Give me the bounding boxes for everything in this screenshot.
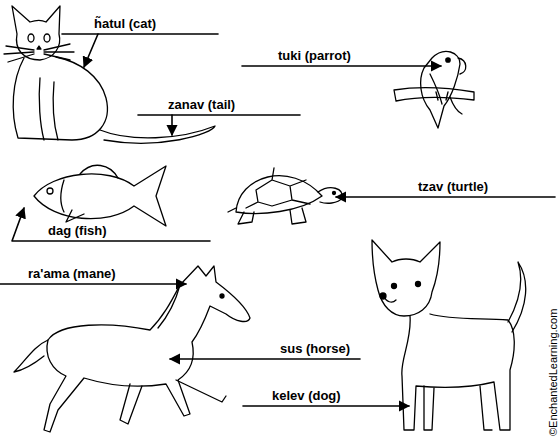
word-label: h̃atul (cat): [94, 16, 156, 31]
watermark: ©EnchantedLearning.com: [546, 309, 560, 436]
leader-lines: [0, 34, 555, 406]
cat-drawing: [4, 6, 215, 143]
fish-drawing: [34, 165, 166, 226]
word-label: ra'ama (mane): [28, 266, 116, 281]
word-label: tuki (parrot): [278, 48, 351, 63]
turtle-drawing: [228, 168, 342, 224]
word-label: sus (horse): [280, 341, 350, 356]
dog-drawing: [372, 240, 526, 430]
horse-drawing: [14, 266, 250, 432]
word-label: zanav (tail): [168, 97, 235, 112]
word-label: kelev (dog): [272, 388, 341, 403]
word-label: dag (fish): [48, 223, 107, 238]
parrot-drawing: [394, 51, 474, 128]
word-label: tzav (turtle): [418, 179, 488, 194]
